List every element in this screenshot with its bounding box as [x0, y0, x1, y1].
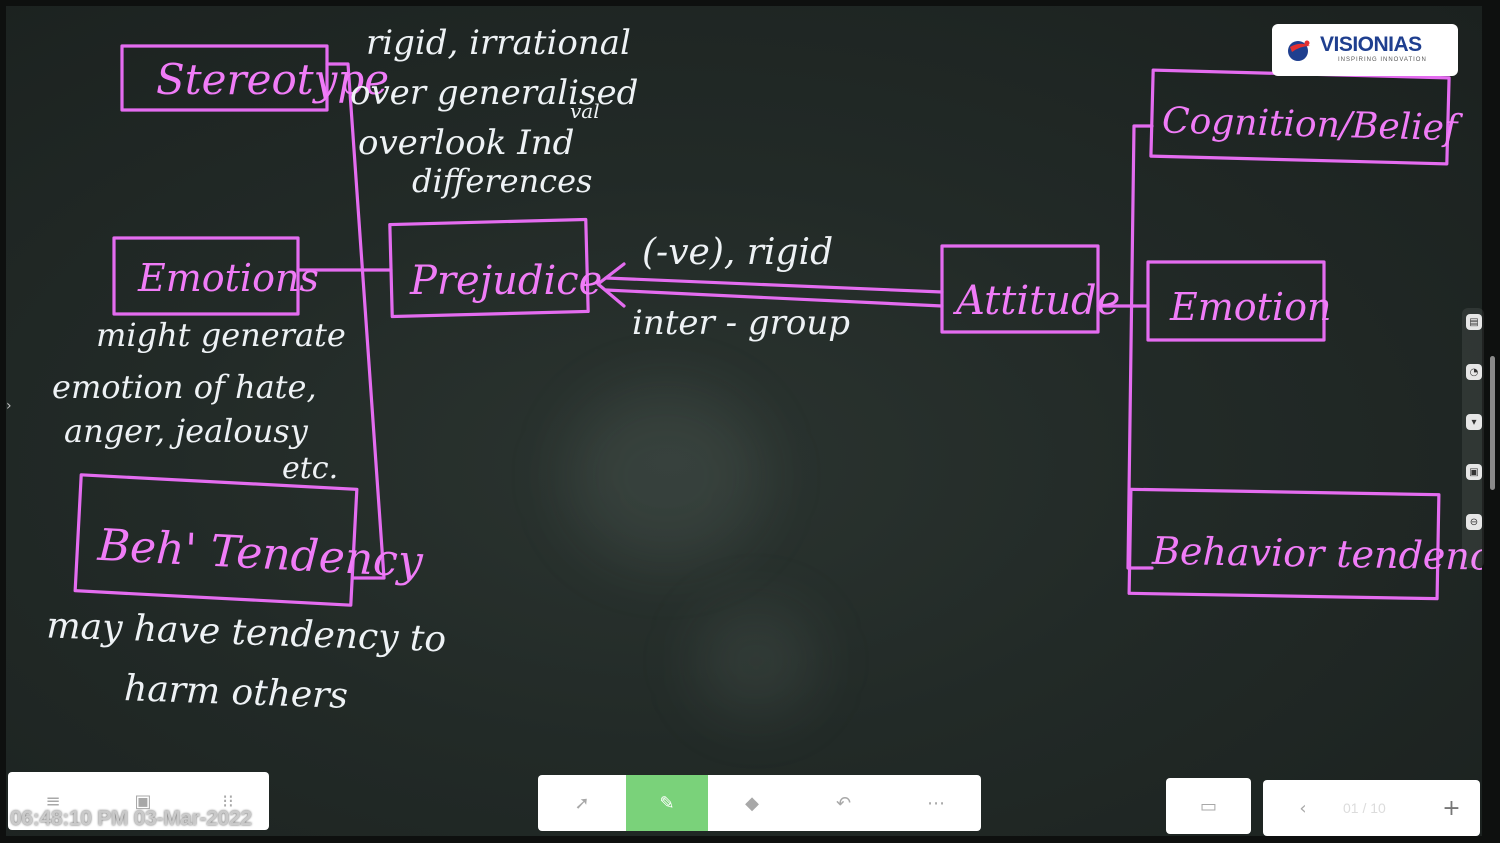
emotions-note-4: etc. — [282, 451, 338, 486]
undo-icon[interactable]: ↶ — [835, 792, 852, 814]
screen-icon[interactable]: ▭ — [1199, 795, 1217, 817]
chevron-right-icon[interactable]: › — [6, 398, 12, 414]
stereotype-note-1: rigid, irrational — [366, 23, 631, 63]
whiteboard-canvas[interactable]: Stereotype Emotions Beh' Tendency Prejud… — [6, 6, 1482, 836]
emotion-box — [1146, 260, 1326, 342]
beh-note-2: harm others — [123, 668, 348, 717]
side-tool-icon[interactable]: ◔ — [1466, 364, 1482, 380]
stereotype-note-4: differences — [412, 162, 592, 200]
emotions-note-1: might generate — [96, 316, 346, 354]
stereotype-note-3: overlook Ind — [358, 123, 574, 163]
eraser-icon[interactable]: ◆ — [745, 792, 759, 814]
page-navigation: ‹ 01 / 10 + — [1263, 780, 1480, 836]
cognition-label: Cognition/Belief — [1162, 100, 1464, 149]
behavior-label: Behavior tendency — [1151, 529, 1482, 579]
more-icon[interactable]: ⋯ — [927, 792, 945, 814]
left-toolbar: ≡ ▣ ⁝⁝ — [8, 772, 269, 830]
arrow-head — [596, 262, 626, 308]
arrow-label-bottom: inter - group — [632, 303, 850, 343]
visionias-logo: VISIONIAS INSPIRING INNOVATION — [1272, 24, 1458, 76]
left-bracket — [325, 62, 386, 580]
emotions-note-2: emotion of hate, — [52, 368, 317, 406]
add-page-button[interactable]: + — [1442, 795, 1461, 821]
board-icon[interactable]: ▣ — [134, 790, 152, 812]
pen-icon[interactable]: ✎ — [626, 775, 708, 831]
arrow-line-bottom — [604, 288, 944, 308]
side-tool-icon[interactable]: ▣ — [1466, 464, 1482, 480]
recording-timestamp: 06:48:10 PM 03-Mar-2022 — [10, 807, 252, 830]
screen-glare — [566, 386, 766, 566]
stereotype-label: Stereotype — [156, 55, 389, 104]
logo-tagline: INSPIRING INNOVATION — [1338, 57, 1427, 63]
logo-name: VISIONIAS — [1320, 33, 1422, 56]
stereotype-note-2: over generalised — [350, 73, 638, 113]
behavior-box — [1127, 487, 1441, 601]
side-toolbar: ▤ ◔ ▾ ▣ ⊖ — [1462, 308, 1484, 568]
beh-tendency-label: Beh' Tendency — [96, 520, 426, 588]
chevron-left-icon[interactable]: ‹ — [1299, 797, 1307, 819]
prejudice-label: Prejudice — [409, 258, 602, 304]
emotions-box — [112, 236, 300, 316]
page-counter: 01 / 10 — [1343, 800, 1386, 816]
handwritten-diagram: Stereotype Emotions Beh' Tendency Prejud… — [46, 23, 1482, 717]
menu-icon[interactable]: ≡ — [45, 790, 61, 812]
screen-glare — [696, 606, 816, 716]
emotion-label: Emotion — [1169, 285, 1331, 329]
attitude-label: Attitude — [952, 278, 1120, 324]
drawing-toolbar: ➚ ✎ ◆ ↶ ⋯ — [538, 775, 981, 831]
attitude-box — [940, 244, 1100, 334]
arrow-line-top — [604, 276, 944, 294]
emotions-label: Emotions — [137, 256, 319, 300]
side-tool-icon[interactable]: ▤ — [1466, 314, 1482, 330]
stereotype-note-superscript: val — [570, 99, 600, 123]
right-bracket — [1126, 124, 1154, 570]
logo-mark-icon — [1288, 40, 1310, 61]
side-tool-icon[interactable]: ⊖ — [1466, 514, 1482, 530]
beh-note-1: may have tendency to — [46, 605, 447, 660]
beh-tendency-box — [73, 473, 359, 607]
emotions-note-3: anger, jealousy — [64, 412, 309, 450]
page-toolbar: ▭ — [1166, 778, 1251, 834]
stereotype-box — [120, 44, 329, 112]
pointer-icon[interactable]: ➚ — [574, 792, 590, 814]
side-tool-icon[interactable]: ▾ — [1466, 414, 1482, 430]
arrow-label-top: (-ve), rigid — [642, 232, 833, 273]
prejudice-box — [388, 217, 590, 319]
scrollbar-thumb[interactable] — [1490, 356, 1495, 490]
grid-icon[interactable]: ⁝⁝ — [222, 790, 234, 812]
